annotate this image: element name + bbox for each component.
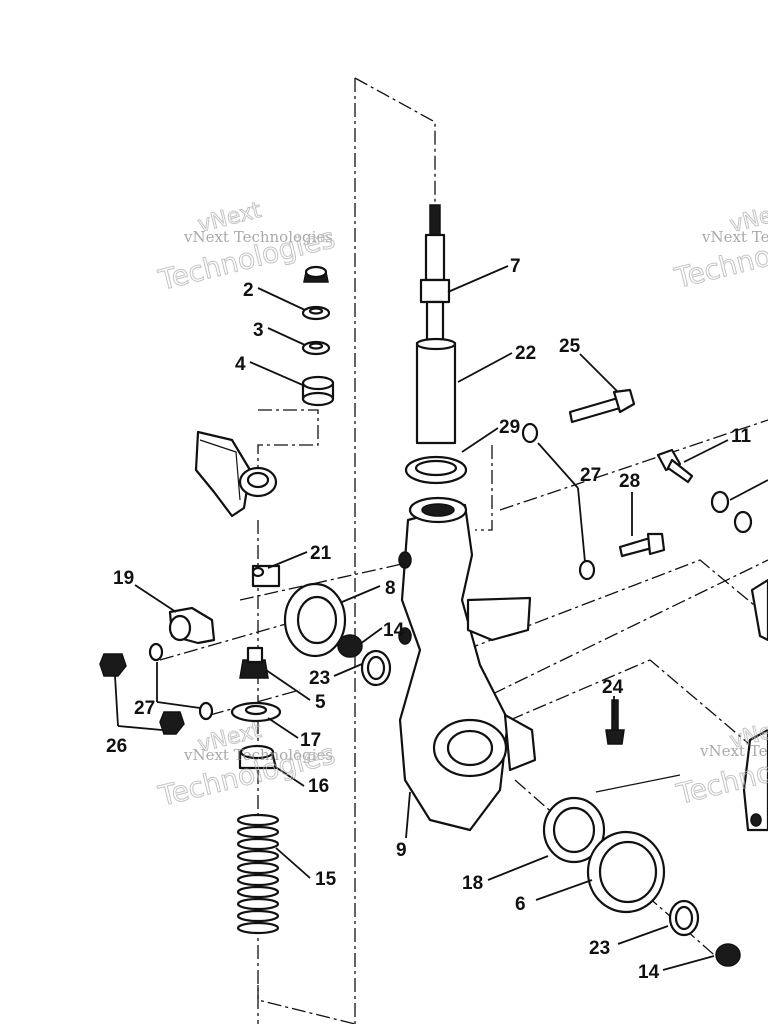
callout-label: 27	[134, 698, 155, 719]
callout-label: 24	[602, 677, 624, 698]
callout-label: 8	[385, 578, 396, 599]
small-washers	[521, 422, 753, 581]
spacer-tube	[415, 337, 457, 445]
callout-label: 22	[515, 343, 536, 364]
watermark-brand-small: vNext Technologies	[699, 742, 768, 760]
callout-label: 2	[243, 280, 254, 301]
callout-label: 7	[510, 256, 521, 277]
callout-labels: 2 3 4 7 22 25 29 27 11 28 21 19 8 14 23 …	[106, 256, 752, 983]
thrust-washer	[404, 455, 468, 485]
grease-fitting	[605, 699, 625, 745]
callout-label: 19	[113, 568, 134, 589]
seals-and-nuts	[337, 634, 741, 967]
callout-label: 14	[638, 962, 660, 983]
callout-label: 23	[589, 938, 610, 959]
steering-knuckle	[398, 496, 537, 832]
coil-spring	[236, 813, 280, 935]
callout-label: 3	[253, 320, 264, 341]
callout-label: 29	[499, 417, 520, 438]
callout-label: 14	[383, 620, 405, 641]
callout-label: 11	[731, 426, 752, 447]
callout-label: 25	[559, 336, 581, 357]
callout-label: 26	[106, 736, 127, 757]
top-hardware-stack	[301, 265, 335, 407]
watermark-brand-small: vNext Technologies	[183, 746, 333, 764]
bolts	[568, 388, 694, 558]
callout-label: 16	[308, 776, 329, 797]
stub-axle	[419, 204, 451, 346]
watermark-brand-small: vNext Technologies	[183, 228, 333, 246]
brake-caliper-fragment	[742, 578, 768, 832]
leader-lines	[114, 265, 768, 971]
frame-mount-bracket	[194, 430, 278, 518]
callout-label: 23	[309, 668, 330, 689]
callout-label: 9	[396, 840, 407, 861]
hub-seals	[542, 774, 681, 914]
callout-label: 18	[462, 873, 483, 894]
callout-label: 17	[300, 730, 321, 751]
watermark-brand-small: vNext Technologies	[701, 228, 768, 246]
callout-label: 21	[310, 543, 332, 564]
callout-label: 6	[515, 894, 526, 915]
callout-label: 5	[315, 692, 326, 713]
callout-label: 27	[580, 465, 601, 486]
left-side-parts	[99, 564, 347, 770]
callout-label: 4	[235, 354, 246, 375]
callout-label: 15	[315, 869, 337, 890]
callout-label: 28	[619, 471, 640, 492]
